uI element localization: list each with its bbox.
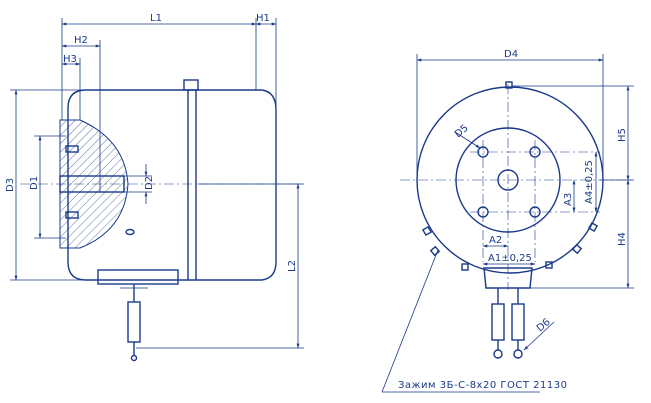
dim-H2: H2 bbox=[74, 35, 88, 46]
top-nub bbox=[183, 79, 199, 91]
lug-left bbox=[493, 349, 503, 359]
dim-A3: A3 bbox=[563, 193, 574, 206]
dim-L2: L2 bbox=[287, 260, 298, 272]
dim-D1: D1 bbox=[29, 176, 40, 190]
front-view: D4 H5 H4 A4±0,25 A3 A2 A1±0,25 D5 D6 Заж… bbox=[381, 49, 634, 393]
dim-D6: D6 bbox=[535, 317, 553, 334]
rear-cap-outline bbox=[188, 89, 277, 281]
dim-A1: A1±0,25 bbox=[488, 253, 532, 264]
cable-sleeve bbox=[127, 301, 141, 343]
dim-D5: D5 bbox=[453, 123, 471, 140]
dim-L1: L1 bbox=[150, 13, 162, 24]
lug-right bbox=[513, 349, 523, 359]
dim-H5: H5 bbox=[617, 128, 628, 142]
dim-D3: D3 bbox=[5, 178, 16, 192]
bottom-plate bbox=[97, 269, 179, 285]
dim-H1: H1 bbox=[256, 13, 270, 24]
clamp-caption: Зажим 3Б-С-8x20 ГОСТ 21130 bbox=[398, 380, 567, 391]
terminal-sleeve-right bbox=[511, 303, 525, 341]
dim-A2: A2 bbox=[489, 235, 502, 246]
terminal-sleeve-left bbox=[491, 303, 505, 341]
dim-H4: H4 bbox=[617, 232, 628, 246]
dim-D2: D2 bbox=[144, 176, 155, 190]
dim-D4: D4 bbox=[504, 49, 518, 60]
side-view: L1 H1 H2 H3 D3 D1 D2 L2 bbox=[5, 13, 304, 362]
dim-H3: H3 bbox=[63, 54, 77, 65]
dim-A4: A4±0,25 bbox=[584, 160, 595, 204]
